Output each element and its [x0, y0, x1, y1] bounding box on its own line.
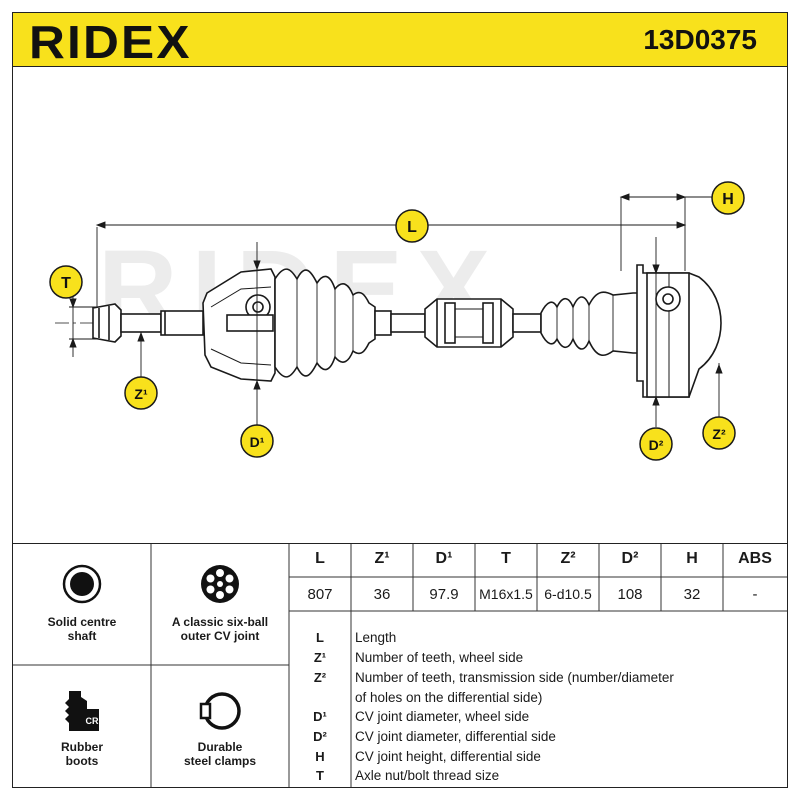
legend-text: Length: [355, 630, 397, 645]
svg-text:CR: CR: [86, 716, 99, 726]
vibration-damper: [424, 298, 514, 348]
label-L-badge: L: [395, 209, 429, 243]
label-H-badge: H: [711, 181, 745, 215]
spec-header-L: L: [315, 550, 325, 567]
legend-key: D²: [313, 729, 327, 744]
spec-value-L: 807: [307, 586, 333, 603]
steel-clamp-icon: [199, 692, 241, 730]
legend-text: Number of teeth, wheel side: [355, 650, 524, 665]
label-T-badge: T: [49, 265, 83, 299]
spec-value-ABS: -: [752, 586, 758, 603]
spec-value-H: 32: [683, 586, 701, 603]
feature-rubber-boots: CR Rubber boots: [13, 689, 151, 768]
part-number: 13D0375: [643, 24, 757, 55]
inner-boot: [540, 291, 644, 357]
label-D2-badge: D²: [639, 427, 673, 461]
header-bar: RIDEX 13D0375: [12, 12, 788, 68]
legend-text: of holes on the differential side): [355, 690, 543, 705]
drive-shaft-diagram: RIDEX: [12, 67, 788, 543]
legend-text: CV joint diameter, differential side: [355, 729, 556, 744]
outer-boot: [274, 268, 376, 378]
spec-value-Z2: 6-d10.5: [544, 586, 592, 602]
feature-solid-shaft: Solid centre shaft: [13, 564, 151, 643]
drive-shaft-drawing: RIDEX: [49, 181, 745, 461]
legend-key: L: [316, 630, 324, 645]
spec-value-T: M16x1.5: [479, 586, 533, 602]
spec-header-ABS: ABS: [738, 550, 772, 567]
svg-text:Z²: Z²: [712, 426, 726, 442]
feature-six-ball-joint: A classic six-ball outer CV joint: [151, 564, 289, 643]
legend-text: CV joint diameter, wheel side: [355, 709, 530, 724]
brand-logo: RIDEX: [29, 16, 192, 68]
spec-table-area: Solid centre shaft A classic six-ball ou…: [12, 543, 788, 788]
legend-key: T: [316, 768, 324, 783]
legend-key: H: [315, 749, 325, 764]
svg-text:Z¹: Z¹: [134, 386, 148, 402]
svg-text:H: H: [722, 191, 734, 208]
legend-key: Z¹: [313, 650, 327, 665]
svg-text:D¹: D¹: [250, 434, 265, 450]
table-grid-lines: [13, 544, 787, 787]
wheel-stub: [92, 303, 122, 343]
label-D1-badge: D¹: [240, 424, 274, 458]
spec-value-D2: 108: [617, 586, 643, 603]
label-Z2-badge: Z²: [702, 416, 736, 450]
spec-header-Z2: Z²: [560, 550, 576, 567]
legend-text: Axle nut/bolt thread size: [355, 768, 500, 783]
rubber-boot-icon: CR: [65, 691, 99, 731]
feature-steel-clamps: Durable steel clamps: [151, 689, 289, 768]
spec-header-D2: D²: [621, 550, 639, 567]
spec-value-D1: 97.9: [429, 586, 459, 603]
legend-text: CV joint height, differential side: [355, 749, 541, 764]
legend-key: Z²: [313, 670, 327, 685]
spec-header-D1: D¹: [435, 550, 453, 567]
spec-header-H: H: [686, 550, 698, 567]
svg-text:D²: D²: [649, 437, 664, 453]
six-ball-joint-icon: [201, 565, 239, 603]
spec-value-Z1: 36: [373, 586, 391, 603]
svg-text:L: L: [407, 219, 417, 236]
spec-header-T: T: [501, 550, 511, 567]
solid-shaft-icon: [62, 564, 102, 604]
centre-shaft: [390, 313, 426, 333]
label-Z1-badge: Z¹: [124, 376, 158, 410]
legend-key: D¹: [313, 709, 327, 724]
svg-text:T: T: [61, 275, 71, 292]
legend-text: Number of teeth, transmission side (numb…: [355, 670, 674, 685]
spec-header-Z1: Z¹: [374, 550, 390, 567]
product-sheet: RIDEX 13D0375 RIDEX: [12, 12, 788, 788]
